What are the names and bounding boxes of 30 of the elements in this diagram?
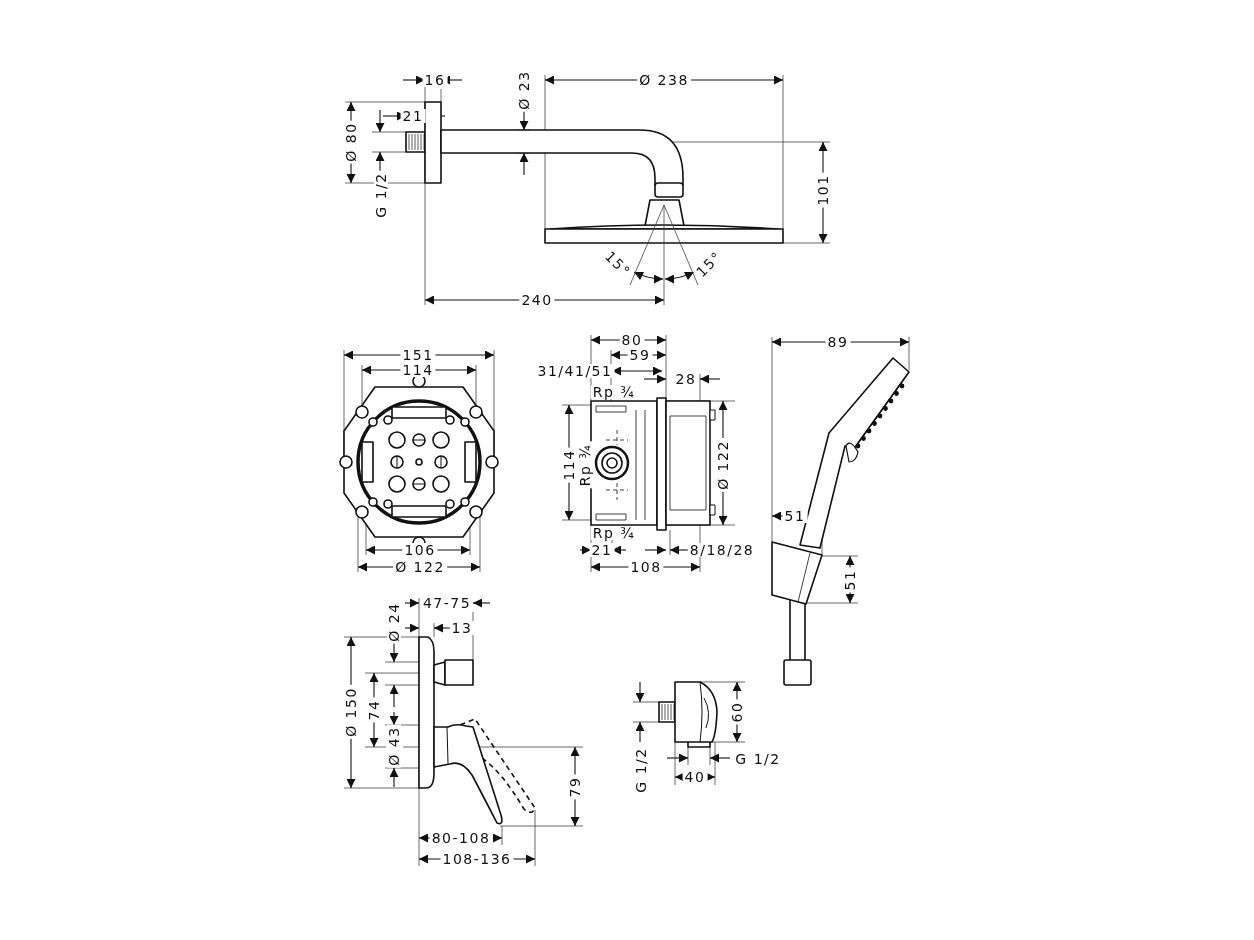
dimension-label: 40 — [682, 770, 708, 784]
dimension-label: 21 — [400, 109, 426, 123]
dimension-label: 240 — [519, 293, 555, 307]
dimension-label: 108-136 — [440, 852, 514, 866]
dimension-label: 74 — [367, 697, 381, 723]
dimension-label: Rp ¾ — [578, 441, 592, 489]
dimension-label: Ø 80 — [344, 120, 358, 164]
dimension-label: 59 — [627, 348, 653, 362]
dimension-label: 106 — [402, 543, 438, 557]
dimension-label: 89 — [825, 335, 851, 349]
dimension-label: 108 — [628, 560, 664, 574]
dimension-label: Ø 150 — [344, 685, 358, 739]
dimension-label: Ø 238 — [637, 73, 691, 87]
dimension-label: Ø 122 — [716, 438, 730, 492]
dimension-label: 80-108 — [429, 831, 493, 845]
dimension-label: Ø 122 — [393, 560, 447, 574]
dimension-label: 80 — [619, 333, 645, 347]
dimension-label: 21 — [589, 543, 615, 557]
dimension-label: 51 — [843, 567, 857, 593]
dimension-label: 51 — [782, 509, 808, 523]
dimension-label: 114 — [562, 447, 576, 483]
dimension-label: 151 — [400, 348, 436, 362]
dimension-label: 101 — [816, 172, 830, 208]
dimension-label: 114 — [400, 363, 436, 377]
dimension-label: 16 — [422, 73, 448, 87]
dimension-label: 79 — [568, 774, 582, 800]
dimension-label: Ø 43 — [387, 724, 401, 768]
dimension-label: G 1/2 — [374, 170, 388, 220]
dimension-label: 60 — [730, 699, 744, 725]
dimension-label: 31/41/51 — [535, 364, 615, 378]
